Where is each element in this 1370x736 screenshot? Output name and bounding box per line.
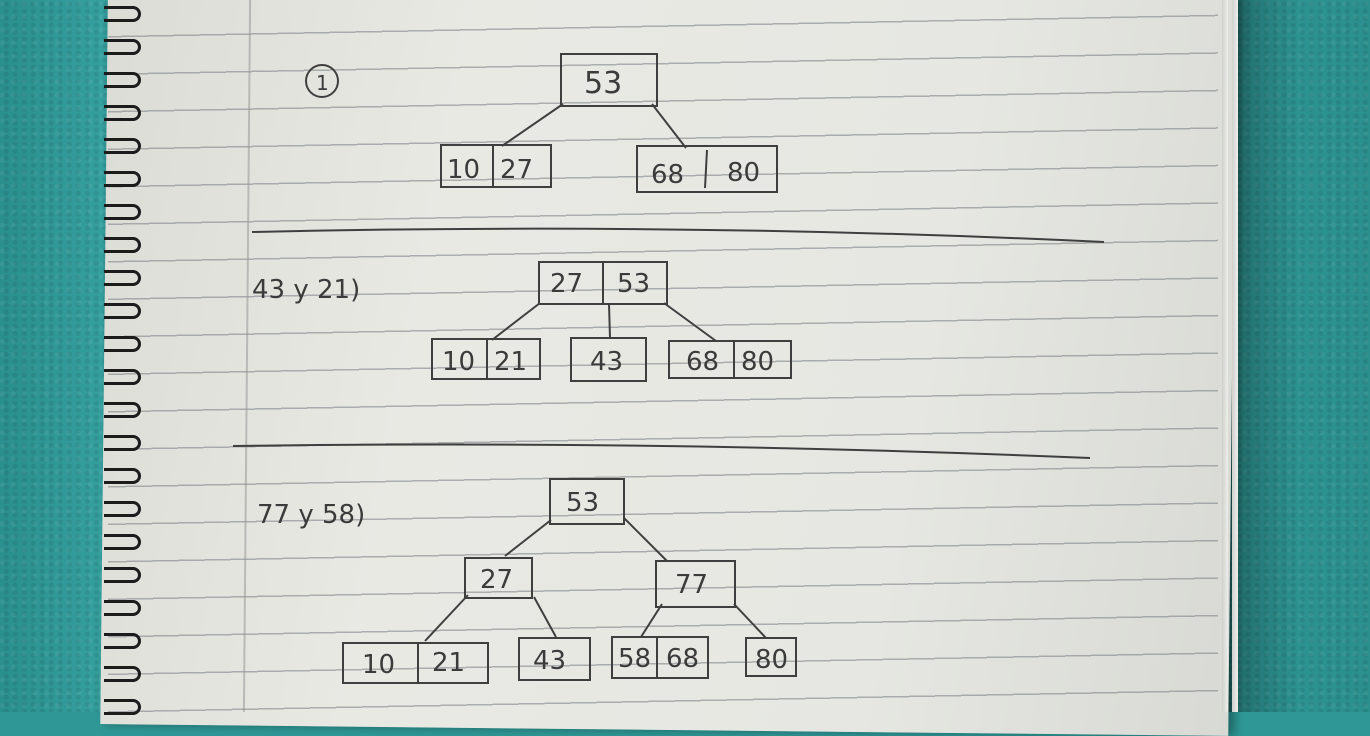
spiral-coil [104, 6, 141, 22]
node-key: 80 [755, 645, 788, 675]
edge-line [424, 594, 469, 642]
spiral-coil [104, 435, 141, 451]
node-key: 27 [480, 565, 513, 595]
node-box [636, 145, 778, 193]
spiral-coil [104, 534, 141, 550]
section-number-circle [305, 64, 339, 98]
spiral-coil [104, 666, 141, 682]
node-key: 43 [590, 347, 623, 377]
node-key: 68 [651, 160, 684, 190]
node-key: 80 [727, 158, 760, 188]
spiral-coil [104, 171, 141, 187]
node-key: 21 [432, 648, 465, 678]
node-box [668, 340, 792, 379]
spiral-coil [104, 369, 141, 385]
node-key: 68 [686, 347, 719, 377]
spiral-coil [104, 72, 141, 88]
node-key: 53 [617, 269, 650, 299]
spiral-coil [104, 237, 141, 253]
node-box [464, 557, 533, 599]
node-box [549, 478, 625, 525]
edge-line [608, 303, 611, 339]
node-box [570, 337, 647, 382]
page-edge [1222, 0, 1228, 712]
spiral-binding [96, 0, 156, 715]
node-key: 80 [741, 347, 774, 377]
section-label: 77 y 58) [257, 500, 365, 530]
spiral-coil [104, 270, 141, 286]
spiral-coil [104, 600, 141, 616]
node-box [611, 636, 709, 679]
node-box [342, 642, 489, 684]
edge-line [640, 603, 663, 638]
handwritten-diagram: 1 53 10 27 68 80 43 y 21) 27 53 10 21 43… [232, 53, 1105, 684]
spiral-coil [104, 39, 141, 55]
node-key: 77 [675, 570, 708, 600]
node-key: 53 [566, 488, 599, 518]
page-edge [1232, 0, 1238, 712]
edge-line [663, 302, 717, 342]
node-key: 53 [584, 66, 622, 101]
node-box [518, 637, 591, 681]
edge-line [491, 302, 541, 341]
node-key: 21 [494, 347, 527, 377]
node-box [745, 637, 797, 677]
node-box [560, 53, 658, 107]
spiral-coil [104, 402, 141, 418]
spiral-coil [104, 501, 141, 517]
spiral-coil [104, 303, 141, 319]
section-label: 43 y 21) [252, 275, 360, 305]
section-number: 1 [316, 71, 329, 95]
edge-line [533, 596, 557, 638]
divider-line [251, 227, 1105, 243]
node-key: 68 [666, 644, 699, 674]
spiral-coil [104, 204, 141, 220]
node-key: 27 [550, 269, 583, 299]
node-key: 43 [533, 646, 566, 676]
spiral-coil [104, 336, 141, 352]
node-key: 10 [362, 650, 395, 680]
node-key: 10 [442, 347, 475, 377]
spiral-coil [104, 633, 141, 649]
spiral-coil [104, 567, 141, 583]
edge-line [623, 517, 668, 562]
edge-line [504, 519, 552, 557]
node-box [440, 144, 552, 188]
node-key: 27 [500, 155, 533, 185]
spiral-coil [104, 105, 141, 121]
edge-line [733, 603, 767, 639]
spiral-coil [104, 138, 141, 154]
edge-line [501, 103, 564, 147]
node-key: 58 [618, 644, 651, 674]
edge-line [651, 103, 687, 149]
divider-line [232, 443, 1091, 459]
node-box [655, 560, 736, 608]
spiral-coil [104, 468, 141, 484]
node-key: 10 [447, 155, 480, 185]
